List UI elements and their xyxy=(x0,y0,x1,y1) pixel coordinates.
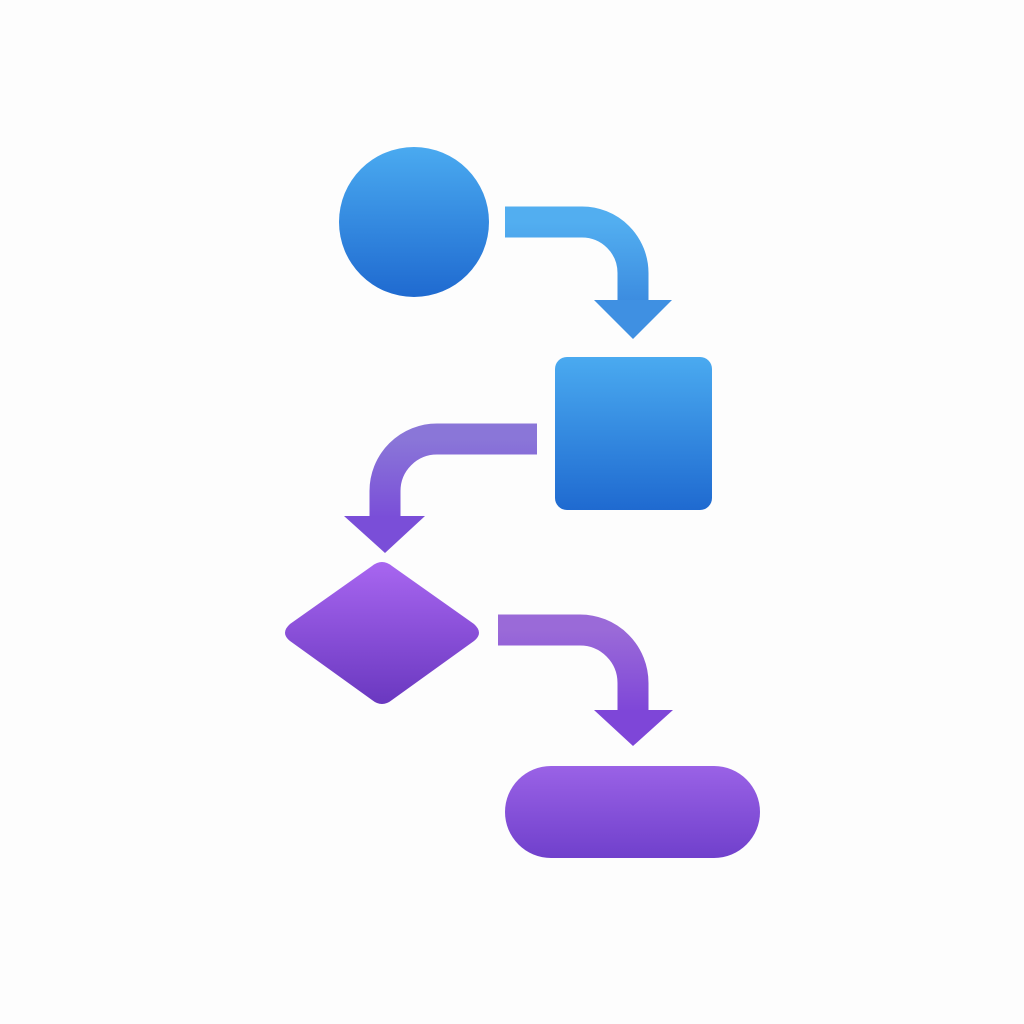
connector-decision-to-terminator xyxy=(498,614,673,746)
process-node xyxy=(555,357,712,510)
connector-process-to-decision-line xyxy=(369,423,537,518)
connector-start-to-process xyxy=(505,206,672,339)
connector-start-to-process-line xyxy=(505,206,649,302)
connector-decision-to-terminator-line xyxy=(498,614,649,713)
connector-process-to-decision xyxy=(344,423,537,553)
arrowhead-down-icon xyxy=(344,516,425,553)
terminator-node xyxy=(505,766,760,858)
decision-node xyxy=(285,562,479,704)
arrowhead-down-icon xyxy=(594,300,672,339)
arrowhead-down-icon xyxy=(594,710,673,746)
start-node xyxy=(339,147,489,297)
